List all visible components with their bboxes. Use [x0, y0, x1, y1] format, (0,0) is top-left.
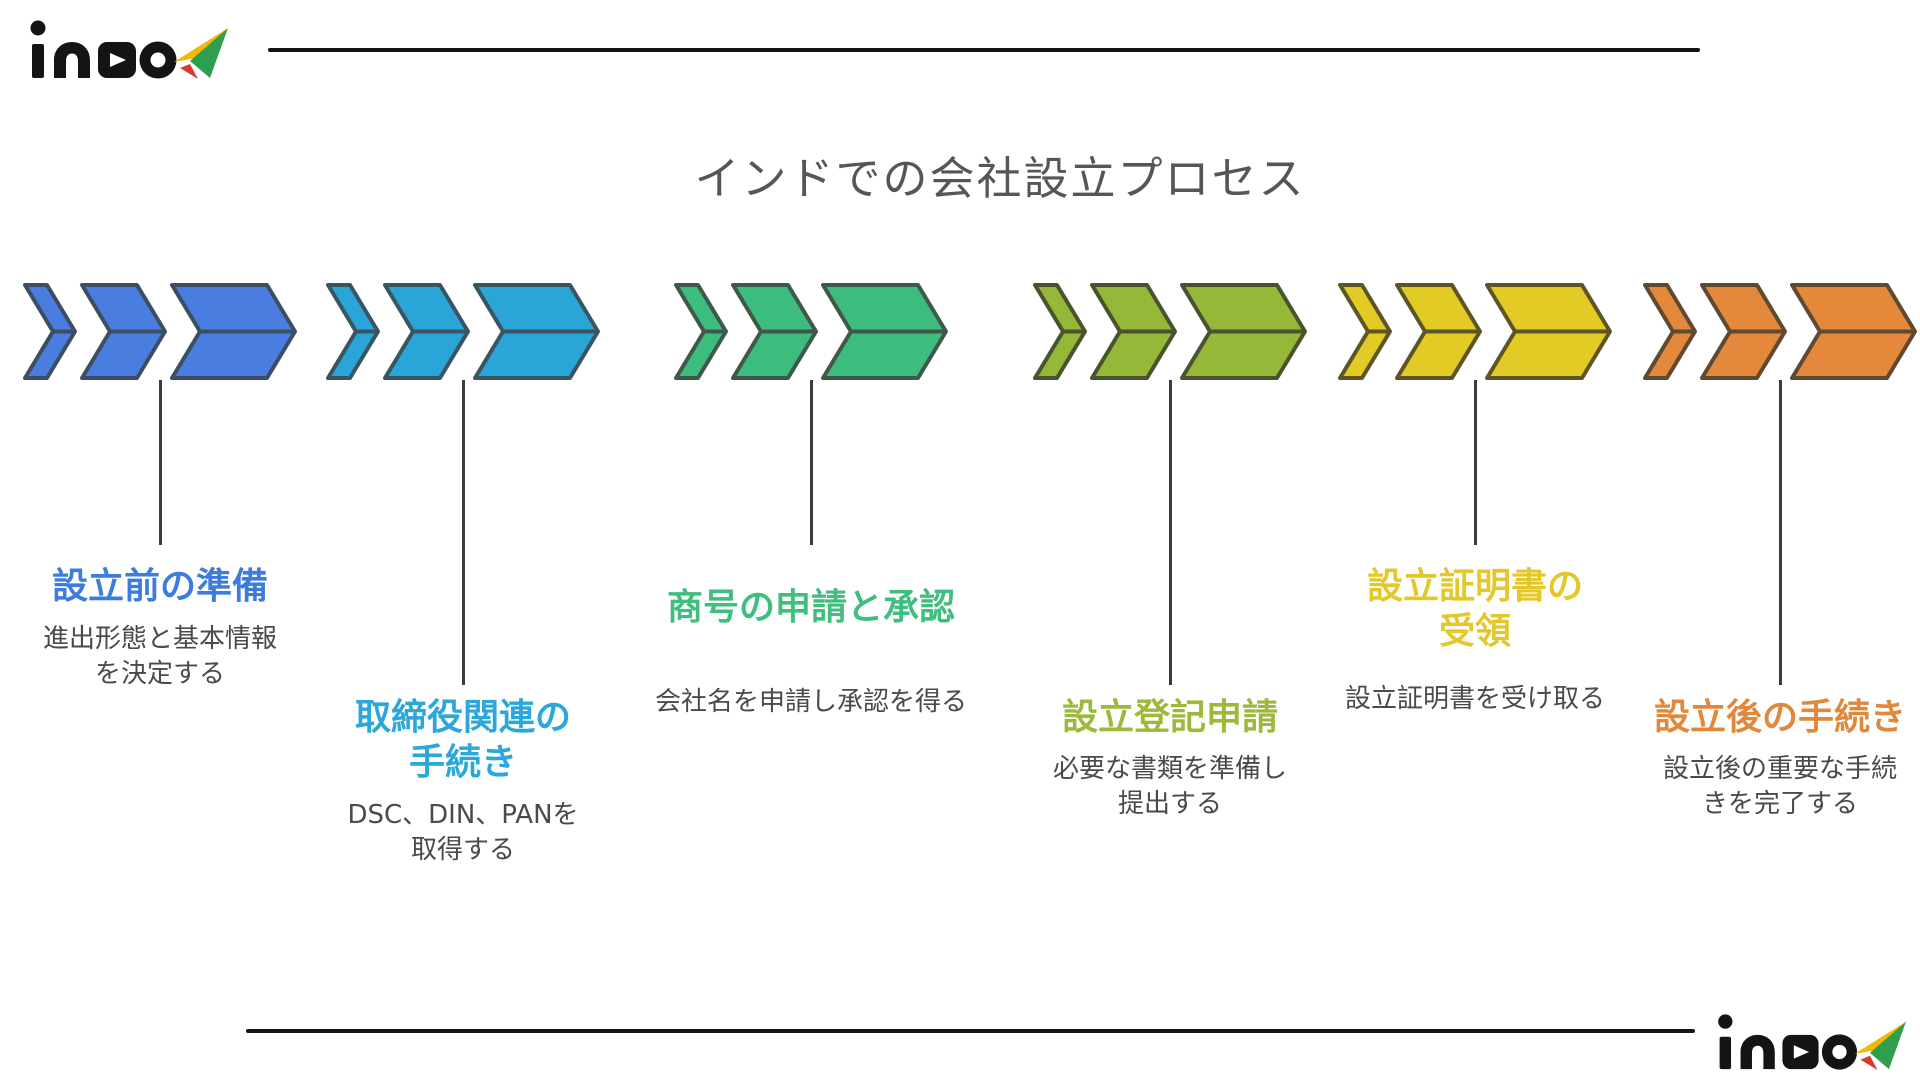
step-description: 設立証明書を受け取る [1344, 684, 1605, 714]
connector-line [1778, 380, 1782, 685]
brand-logo-top [30, 20, 228, 79]
connector-line [1473, 380, 1477, 545]
connector-line [809, 380, 813, 545]
header-rule [268, 48, 1700, 52]
step-title: 設立登記申請 [1061, 697, 1278, 738]
chevron-arrows-icon [326, 283, 600, 380]
step-title: 設立証明書の受領 [1366, 566, 1583, 652]
chevron-arrows-icon [1033, 283, 1307, 380]
chevron-arrows-icon [23, 283, 297, 380]
step-title: 取締役関連の手続き [354, 697, 571, 783]
chevron-arrows-icon [674, 283, 948, 380]
connector-line [1168, 380, 1172, 685]
step-description: DSC、DIN、PANを取得する [347, 800, 579, 865]
chevron-arrows-icon [1643, 283, 1917, 380]
step-description: 会社名を申請し承認を得る [654, 687, 967, 717]
step-title: 設立後の手続き [1653, 697, 1906, 738]
page-title: インドでの会社設立プロセス [694, 152, 1306, 205]
step-title: 商号の申請と承認 [666, 587, 955, 628]
step-title: 設立前の準備 [51, 566, 268, 607]
step-description: 設立後の重要な手続きを完了する [1662, 754, 1897, 819]
connector-line [158, 380, 162, 545]
brand-logo-bottom [1718, 1014, 1907, 1071]
footer-rule [246, 1029, 1695, 1033]
connector-line [461, 380, 465, 685]
step-description: 必要な書類を準備し提出する [1052, 754, 1287, 819]
chevron-arrows-icon [1338, 283, 1612, 380]
step-description: 進出形態と基本情報を決定する [42, 624, 277, 689]
